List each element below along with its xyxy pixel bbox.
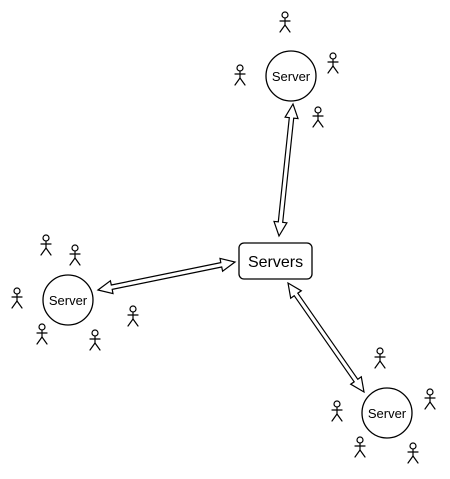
user-actor-icon (327, 52, 339, 74)
server-label-top: Server (272, 69, 311, 84)
server-node-top[interactable]: Server (265, 50, 317, 102)
connectors (96, 102, 365, 394)
server-node-bottom-right[interactable]: Server (361, 387, 413, 439)
user-actor-icon (354, 436, 366, 458)
connector-top (273, 102, 299, 238)
server-node-left[interactable]: Server (42, 274, 94, 326)
user-actor-icon (36, 323, 48, 345)
user-actor-icon (69, 244, 81, 266)
user-actor-icon (127, 305, 139, 327)
server-label-left: Server (49, 293, 88, 308)
user-actor-icon (11, 287, 23, 309)
user-actor-icon (424, 388, 436, 410)
user-actor-icon (407, 442, 419, 464)
connector-left (96, 257, 237, 295)
user-actor-icon (279, 11, 291, 33)
user-actor-icon (234, 64, 246, 86)
user-actor-icon (312, 106, 324, 128)
user-actor-icon (331, 400, 343, 422)
user-actor-icon (374, 347, 386, 369)
user-actor-icon (89, 329, 101, 351)
hub-node[interactable]: Servers (238, 242, 313, 280)
hub-label: Servers (248, 254, 303, 271)
connector-bottom-right (287, 281, 365, 394)
users (11, 11, 436, 464)
user-actor-icon (40, 234, 52, 256)
server-label-bottom-right: Server (368, 406, 407, 421)
